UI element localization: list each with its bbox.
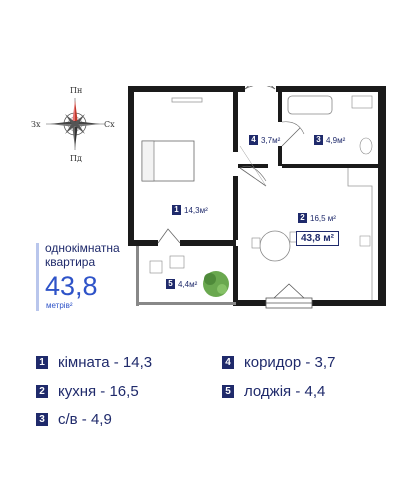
legend-item-2: 2 кухня - 16,5	[36, 383, 139, 400]
floor-plan-drawing	[128, 75, 386, 309]
room-badge: 3	[314, 135, 323, 145]
legend-text: кухня - 16,5	[58, 383, 139, 400]
compass-west: Зх	[31, 120, 41, 129]
legend-item-5: 5 лоджія - 4,4	[222, 383, 325, 400]
room-badge: 2	[298, 213, 307, 223]
legend-badge: 1	[36, 356, 48, 369]
legend-text: кімната - 14,3	[58, 354, 153, 371]
compass-south: Пд	[70, 154, 82, 163]
legend-text: лоджія - 4,4	[244, 383, 326, 400]
legend-item-3: 3 с/в - 4,9	[36, 411, 112, 428]
room-label-3: 3 4,9м²	[314, 135, 345, 145]
plan-total-area: 43,8 м²	[296, 231, 339, 246]
room-area: 4,9м²	[326, 135, 346, 145]
legend-badge: 2	[36, 385, 48, 398]
apartment-area: 43,8	[45, 271, 98, 301]
legend-badge: 5	[222, 385, 234, 398]
room-badge: 4	[249, 135, 258, 145]
room-area: 14,3м²	[184, 205, 208, 215]
compass-east: Сх	[104, 120, 115, 129]
compass-north: Пн	[70, 86, 83, 95]
room-badge: 1	[172, 205, 181, 215]
room-label-4: 4 3,7м²	[249, 135, 280, 145]
apartment-area-unit: метрів²	[46, 301, 73, 310]
room-label-2: 2 16,5 м²	[298, 213, 336, 223]
legend-text: коридор - 3,7	[244, 354, 336, 371]
room-badge: 5	[166, 279, 175, 289]
legend-text: с/в - 4,9	[58, 411, 112, 428]
room-label-5: 5 4,4м²	[166, 279, 197, 289]
room-area: 16,5 м²	[310, 213, 336, 223]
room-area: 3,7м²	[261, 135, 281, 145]
apartment-type: однокімнатна квартира	[45, 241, 120, 269]
legend-item-4: 4 коридор - 3,7	[222, 354, 335, 371]
room-area: 4,4м²	[178, 279, 198, 289]
legend-badge: 3	[36, 413, 48, 426]
compass-rose: Пн Пд Сх Зх	[30, 84, 120, 164]
summary-accent-bar	[36, 243, 39, 311]
legend-item-1: 1 кімната - 14,3	[36, 354, 152, 371]
legend-badge: 4	[222, 356, 234, 369]
compass-rose-icon	[46, 98, 104, 150]
room-label-1: 1 14,3м²	[172, 205, 208, 215]
floor-plan: 1 14,3м² 2 16,5 м² 3 4,9м² 4 3,7м² 5 4,4…	[128, 75, 386, 318]
